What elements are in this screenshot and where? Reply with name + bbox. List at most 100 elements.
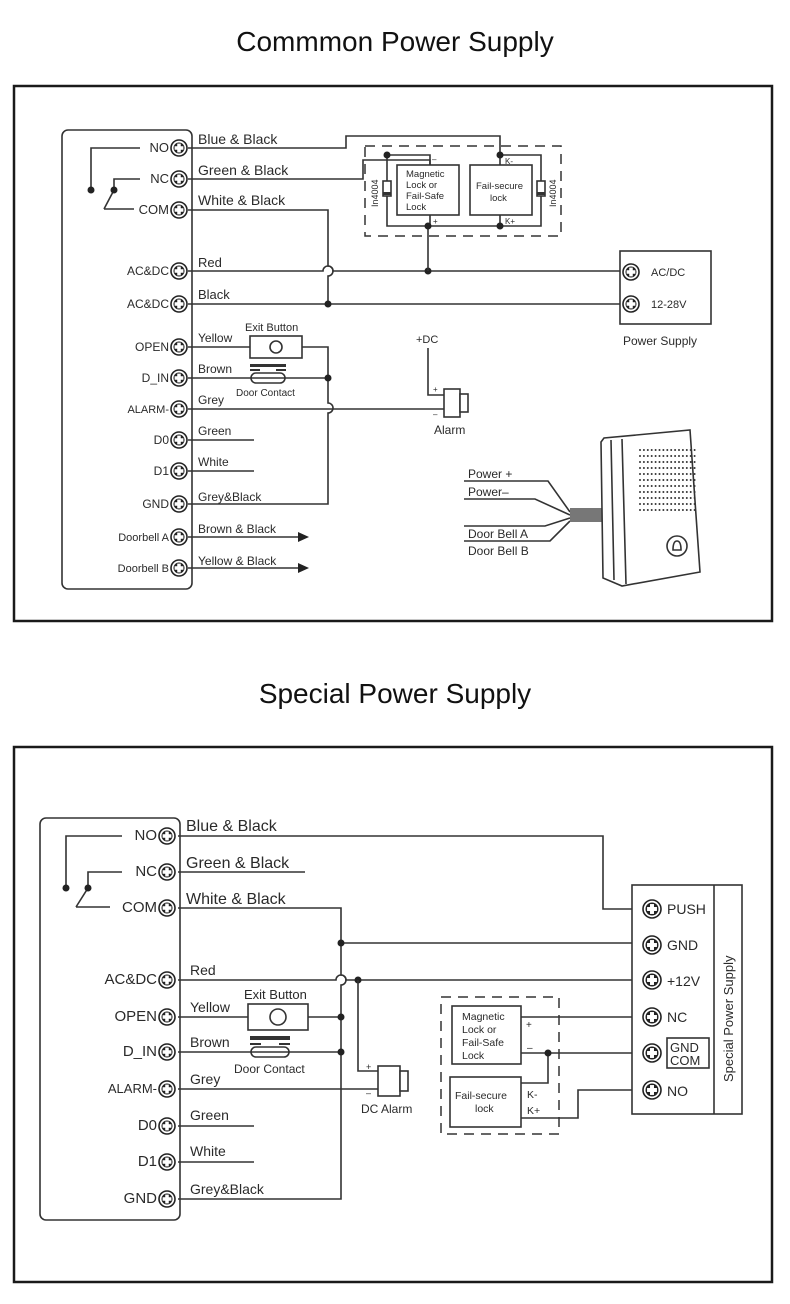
terminal-label: ALARM- (127, 404, 169, 416)
speaker-hole (658, 491, 661, 493)
speaker-hole (646, 455, 649, 457)
special-power-supply-box (631, 884, 743, 1115)
terminal-label: COM (139, 202, 169, 217)
magnetic-lock-box (396, 164, 460, 216)
speaker-hole (639, 509, 641, 511)
speaker-hole (666, 509, 669, 511)
fail-secure-line-2: lock (475, 1103, 494, 1115)
speaker-hole (693, 449, 696, 451)
speaker-hole (639, 503, 641, 505)
speaker-hole (670, 455, 673, 457)
wire-label: Black (198, 287, 230, 302)
speaker-hole (685, 473, 688, 475)
speaker-hole (693, 485, 696, 487)
speaker-hole (674, 455, 677, 457)
speaker-hole (662, 479, 665, 481)
screw-terminal-icon (642, 899, 662, 919)
terminal-label: AC&DC (127, 297, 169, 311)
magnetic-lock-line-1: Magnetic (406, 169, 445, 180)
speaker-hole (681, 473, 684, 475)
speaker-hole (650, 479, 653, 481)
speaker-hole (654, 491, 657, 493)
k-plus-label: K+ (505, 217, 515, 226)
speaker-hole (666, 467, 669, 469)
speaker-hole (689, 449, 692, 451)
speaker-hole (642, 467, 645, 469)
speaker-hole (685, 491, 688, 493)
common-power-supply-diagram: NONCCOMAC&DCAC&DCOPEND_INALARM-D0D1GNDDo… (12, 84, 774, 623)
wire-label: Blue & Black (198, 131, 278, 147)
ps-terminal-gnd: GND (667, 937, 698, 953)
speaker-hole (646, 509, 649, 511)
terminal-label: COM (122, 899, 157, 916)
speaker-hole (678, 479, 680, 481)
speaker-hole (689, 485, 692, 487)
wire-label: Grey&Black (198, 490, 262, 504)
speaker-hole (642, 497, 645, 499)
speaker-hole (681, 491, 684, 493)
arrow-doorbell-a-icon (298, 532, 309, 542)
speaker-hole (681, 461, 684, 463)
speaker-hole (678, 449, 680, 451)
speaker-hole (639, 449, 641, 451)
diagram-frame (12, 745, 774, 1284)
dc-alarm-label: DC Alarm (361, 1102, 412, 1116)
screw-terminal-icon (642, 1080, 662, 1100)
terminal-label: AC&DC (127, 264, 169, 278)
screw-terminal-icon (158, 1043, 176, 1061)
speaker-hole (670, 491, 673, 493)
terminal-label: AC&DC (104, 971, 157, 988)
speaker-hole (670, 503, 673, 505)
speaker-hole (662, 455, 665, 457)
wire-label: Grey (198, 393, 224, 407)
speaker-hole (654, 449, 657, 451)
speaker-hole (681, 503, 684, 505)
wire-lock-gnd-com (521, 1052, 640, 1084)
screw-terminal-icon (158, 899, 176, 917)
diode-left-icon (382, 180, 392, 197)
speaker-hole (662, 473, 665, 475)
speaker-hole (674, 503, 677, 505)
speaker-hole (658, 479, 661, 481)
wire-label: Yellow & Black (198, 554, 277, 568)
door-contact-icon (250, 1046, 290, 1058)
speaker-hole (654, 503, 657, 505)
wire-red (188, 265, 620, 272)
magnetic-lock-line-3: Fail-Safe (462, 1037, 504, 1049)
wire-no (188, 135, 501, 152)
speaker-hole (650, 473, 653, 475)
wire-label: Red (190, 962, 216, 978)
speaker-hole (658, 509, 661, 511)
speaker-hole (639, 479, 641, 481)
screw-terminal-icon (158, 827, 176, 845)
speaker-hole (662, 485, 665, 487)
relay-symbol (90, 147, 140, 210)
speaker-hole (650, 455, 653, 457)
wire-label: Green (198, 424, 231, 438)
ps-terminal-no: NO (667, 1083, 688, 1099)
screw-terminal-icon (170, 559, 188, 577)
alarm-minus: – (366, 1088, 371, 1098)
speaker-hole (693, 461, 696, 463)
speaker-hole (681, 449, 684, 451)
screw-terminal-icon (158, 971, 176, 989)
wire-label: White (198, 455, 229, 469)
speaker-hole (681, 455, 684, 457)
speaker-hole (689, 455, 692, 457)
speaker-hole (685, 455, 688, 457)
speaker-hole (693, 497, 696, 499)
speaker-hole (666, 479, 669, 481)
screw-terminal-icon (158, 1080, 176, 1098)
gnd-com-box (666, 1037, 710, 1069)
doorbell-wire-power-minus: Power– (468, 485, 509, 499)
wire-label: White & Black (186, 891, 287, 908)
diagram-frame (12, 84, 774, 623)
magnetic-lock-box (451, 1005, 522, 1065)
doorbell-wire-a: Door Bell A (468, 527, 528, 541)
ps-terminal-gnd-com-gnd: GND (670, 1040, 699, 1055)
diode-right-label: In4004 (548, 179, 558, 207)
power-supply-label: Power Supply (623, 334, 697, 348)
fail-secure-line-2: lock (490, 193, 507, 204)
alarm-minus: – (433, 410, 438, 419)
